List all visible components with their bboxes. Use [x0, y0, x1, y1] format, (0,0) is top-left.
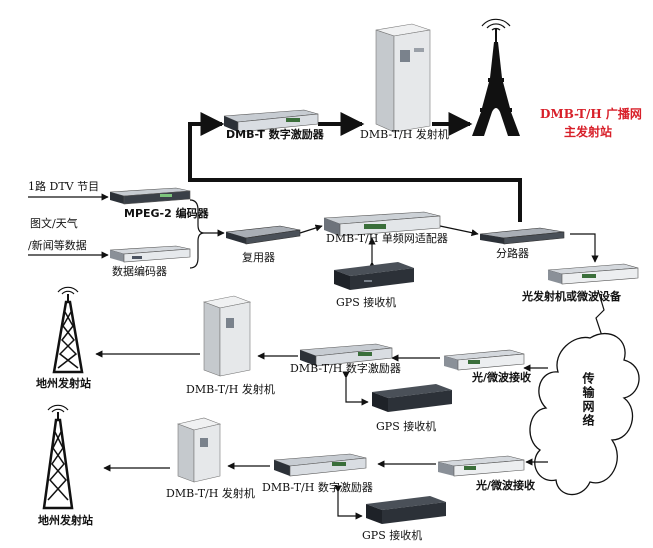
- rx1-device: [443, 349, 525, 371]
- rx2-label: 光/微波接收: [476, 479, 536, 492]
- main-station-sublabel: 主发射站: [564, 125, 613, 139]
- exciter1-label: DMB-T/H 数字激励器: [290, 362, 401, 375]
- multiplexer-label: 复用器: [242, 251, 275, 264]
- network-cloud: [529, 332, 640, 496]
- main-feed-line: [188, 112, 522, 222]
- main-exciter-device: [223, 109, 319, 133]
- optical-tx-device: [547, 263, 639, 285]
- network-label: 传输网络: [581, 372, 595, 428]
- tx2-cabinet: [176, 417, 222, 483]
- station1-tower-icon: [52, 286, 84, 374]
- gps2-link: [342, 371, 369, 406]
- exciter2-device: [273, 453, 367, 477]
- data-input-label-2: /新闻等数据: [28, 239, 87, 252]
- dtv-input-label: 1路 DTV 节目: [28, 180, 100, 193]
- main-station-label: DMB-T/H 广播网: [540, 107, 642, 121]
- sfn-adapter-device: [323, 211, 441, 237]
- splitter-label: 分路器: [496, 247, 529, 260]
- tx1-cabinet: [202, 295, 252, 377]
- splitter-to-optical-line: [570, 233, 599, 263]
- data-encoder-device: [109, 245, 191, 263]
- multiplexer-device: [225, 225, 301, 245]
- optical-to-network-line: [595, 289, 605, 337]
- rx1-label: 光/微波接收: [472, 371, 532, 384]
- gps1-label: GPS 接收机: [336, 296, 397, 309]
- data-input-label-1: 图文/天气: [30, 217, 78, 230]
- station2-tower-icon: [42, 404, 74, 510]
- transmitter2-label: DMB-T/H 发射机: [166, 487, 255, 500]
- gps3-link: [334, 485, 363, 520]
- exciter2-label: DMB-T/H 数字激励器: [262, 481, 373, 494]
- main-transmitter-label: DMB-T/H 发射机: [360, 128, 449, 141]
- main-tower-icon: [472, 18, 520, 136]
- gps3-device: [366, 496, 446, 524]
- mpeg-encoder-device: [109, 187, 191, 205]
- gps3-label: GPS 接收机: [362, 529, 423, 542]
- main-transmitter-cabinet: [375, 23, 431, 133]
- mpeg-encoder-label: MPEG-2 编码器: [124, 207, 209, 220]
- data-encoder-label: 数据编码器: [112, 265, 167, 278]
- splitter-device: [479, 227, 565, 245]
- transmitter1-label: DMB-T/H 发射机: [186, 383, 275, 396]
- optical-tx-label: 光发射机或微波设备: [522, 290, 621, 303]
- rx2-device: [437, 455, 525, 477]
- mux-to-adapter-line: [299, 224, 323, 234]
- exciter1-device: [299, 343, 393, 367]
- gps2-device: [372, 384, 452, 412]
- station2-label: 地州发射站: [38, 514, 93, 527]
- station1-label: 地州发射站: [36, 377, 91, 390]
- main-exciter-label: DMB-T 数字激励器: [226, 128, 324, 141]
- adapter-to-splitter-line: [439, 225, 479, 237]
- gps2-label: GPS 接收机: [376, 420, 437, 433]
- gps1-device: [334, 262, 414, 290]
- sfn-adapter-label: DMB-T/H 单频网适配器: [326, 232, 448, 245]
